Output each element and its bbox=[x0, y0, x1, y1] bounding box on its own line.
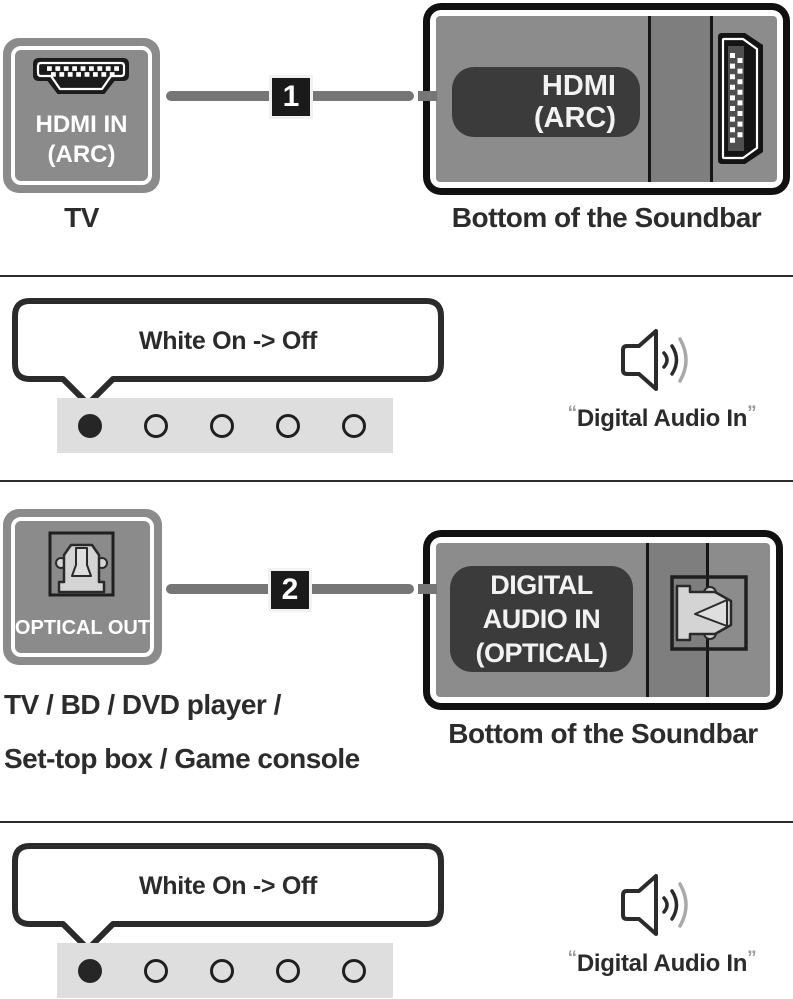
optical-out-label: OPTICAL OUT bbox=[14, 617, 151, 639]
soundbar-optical-panel: DIGITAL AUDIO IN (OPTICAL) bbox=[423, 530, 783, 710]
optical-port-icon bbox=[670, 575, 748, 651]
soundbar-optical-port-pill: DIGITAL AUDIO IN (OPTICAL) bbox=[450, 566, 633, 672]
close-quote: ” bbox=[747, 948, 757, 969]
voice-prompt: “Digital Audio In” bbox=[532, 403, 792, 433]
section-divider bbox=[0, 821, 793, 823]
panel-face: HDMI (ARC) bbox=[436, 16, 777, 182]
panel-divider-strip bbox=[648, 16, 713, 182]
hdmi-port-icon bbox=[718, 33, 763, 164]
optical-plug-icon bbox=[48, 531, 115, 597]
led-indicator-active bbox=[78, 413, 102, 438]
led-indicator bbox=[276, 413, 300, 438]
source-caption-line2: Set-top box / Game console bbox=[4, 743, 360, 774]
led-indicator-strip bbox=[57, 943, 393, 998]
tv-hdmi-port-card: HDMI IN (ARC) bbox=[3, 38, 160, 193]
bubble-text: White On -> Off bbox=[138, 871, 318, 900]
source-devices-caption: TV / BD / DVD player / Set-top box / Gam… bbox=[4, 678, 360, 786]
optical-pill-line2: AUDIO IN bbox=[482, 604, 601, 634]
section-divider bbox=[0, 275, 793, 277]
panel-face: DIGITAL AUDIO IN (OPTICAL) bbox=[436, 543, 770, 697]
hdmi-pill-line2: (ARC) bbox=[533, 102, 616, 134]
open-quote: “ bbox=[567, 403, 578, 424]
optical-pill-line3: (OPTICAL) bbox=[475, 638, 608, 668]
led-indicator bbox=[144, 958, 168, 983]
speech-bubble bbox=[12, 298, 444, 407]
voice-prompt: “Digital Audio In” bbox=[532, 948, 792, 978]
hdmi-plug-icon bbox=[33, 58, 129, 94]
optical-out-card: OPTICAL OUT bbox=[3, 509, 162, 665]
bubble-text: White On -> Off bbox=[138, 326, 318, 355]
hdmi-cable-stub bbox=[418, 91, 437, 101]
led-indicator bbox=[276, 958, 300, 983]
step-2-badge: 2 bbox=[271, 571, 309, 609]
led-indicator bbox=[144, 413, 168, 438]
soundbar-caption-optical: Bottom of the Soundbar bbox=[448, 718, 758, 749]
led-indicator bbox=[342, 413, 366, 438]
speaker-volume-icon bbox=[621, 329, 688, 391]
voice-prompt-text: Digital Audio In bbox=[576, 405, 748, 432]
led-indicator-active bbox=[78, 958, 102, 983]
tv-hdmi-port-label: HDMI IN (ARC) bbox=[3, 110, 160, 170]
speech-bubble bbox=[12, 843, 444, 952]
led-indicator bbox=[210, 413, 234, 438]
close-quote: ” bbox=[747, 403, 757, 424]
speaker-volume-icon bbox=[621, 874, 688, 936]
soundbar-caption-hdmi: Bottom of the Soundbar bbox=[451, 202, 762, 233]
soundbar-hdmi-panel: HDMI (ARC) bbox=[423, 3, 790, 195]
hdmi-pill-line1: HDMI bbox=[541, 70, 616, 102]
tv-port-label-line2: (ARC) bbox=[47, 141, 116, 168]
led-indicator bbox=[210, 958, 234, 983]
voice-prompt-text: Digital Audio In bbox=[576, 950, 748, 977]
led-indicator bbox=[342, 958, 366, 983]
tv-port-label-line1: HDMI IN bbox=[35, 111, 128, 138]
optical-cable-stub bbox=[418, 584, 437, 594]
led-indicator-strip bbox=[57, 398, 393, 453]
soundbar-hdmi-port-pill: HDMI (ARC) bbox=[452, 67, 640, 137]
source-caption-line1: TV / BD / DVD player / bbox=[4, 689, 281, 720]
optical-pill-line1: DIGITAL bbox=[490, 570, 593, 600]
open-quote: “ bbox=[567, 948, 578, 969]
section-divider bbox=[0, 480, 793, 482]
tv-caption: TV bbox=[64, 202, 99, 233]
step-1-badge: 1 bbox=[272, 78, 310, 116]
